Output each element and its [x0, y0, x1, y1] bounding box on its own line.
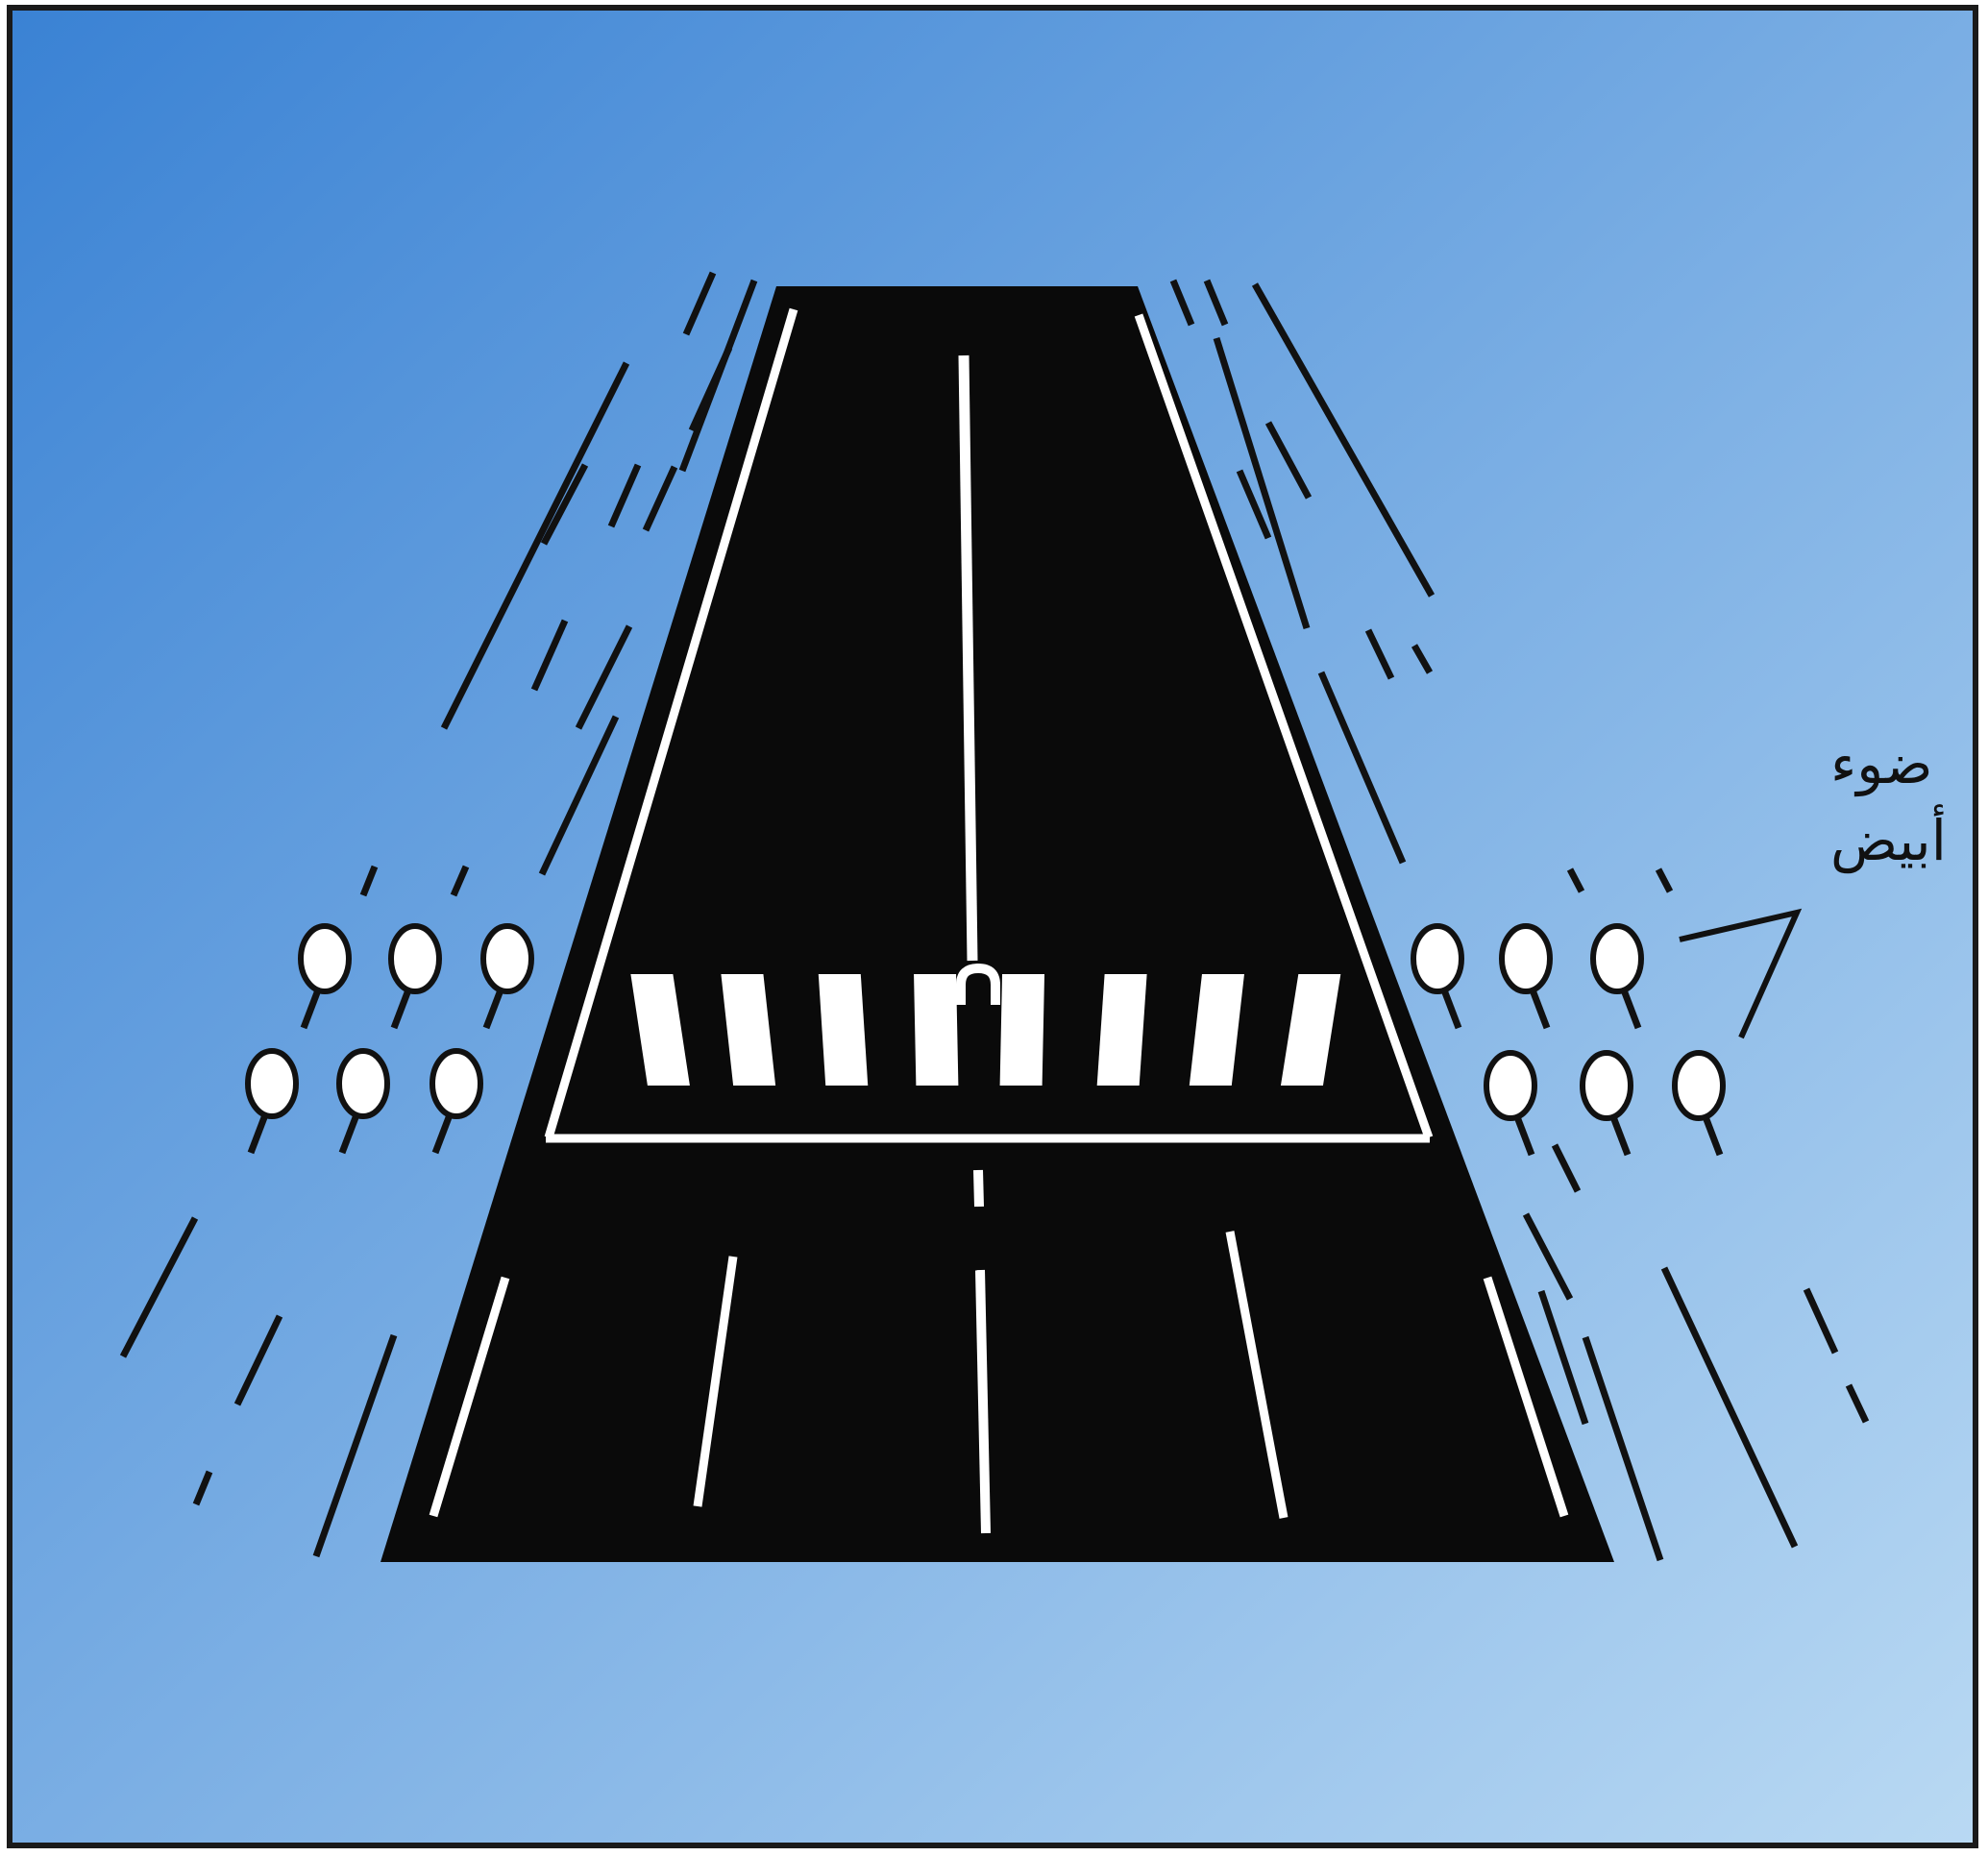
light-bulb [1486, 1053, 1534, 1118]
light-bulb [248, 1051, 296, 1116]
light-bulb [301, 926, 349, 991]
light-bulb [1675, 1053, 1723, 1118]
centerline-dash-upper [978, 1170, 979, 1207]
threshold-bar [1000, 974, 1044, 1086]
label-line-2: أبيض [1830, 804, 1947, 874]
threshold-bar [1097, 974, 1147, 1086]
light-bulb [1593, 926, 1641, 991]
label-line-1: ضوء [1830, 731, 1932, 797]
threshold-bar [914, 974, 958, 1086]
light-bulb [339, 1051, 387, 1116]
light-bulb [1502, 926, 1550, 991]
light-bulb [1583, 1053, 1631, 1118]
threshold-bar [819, 974, 868, 1086]
light-bulb [432, 1051, 480, 1116]
light-bulb [483, 926, 531, 991]
light-bulb [1413, 926, 1461, 991]
light-bulb [391, 926, 439, 991]
centerline-lower [980, 1270, 986, 1533]
